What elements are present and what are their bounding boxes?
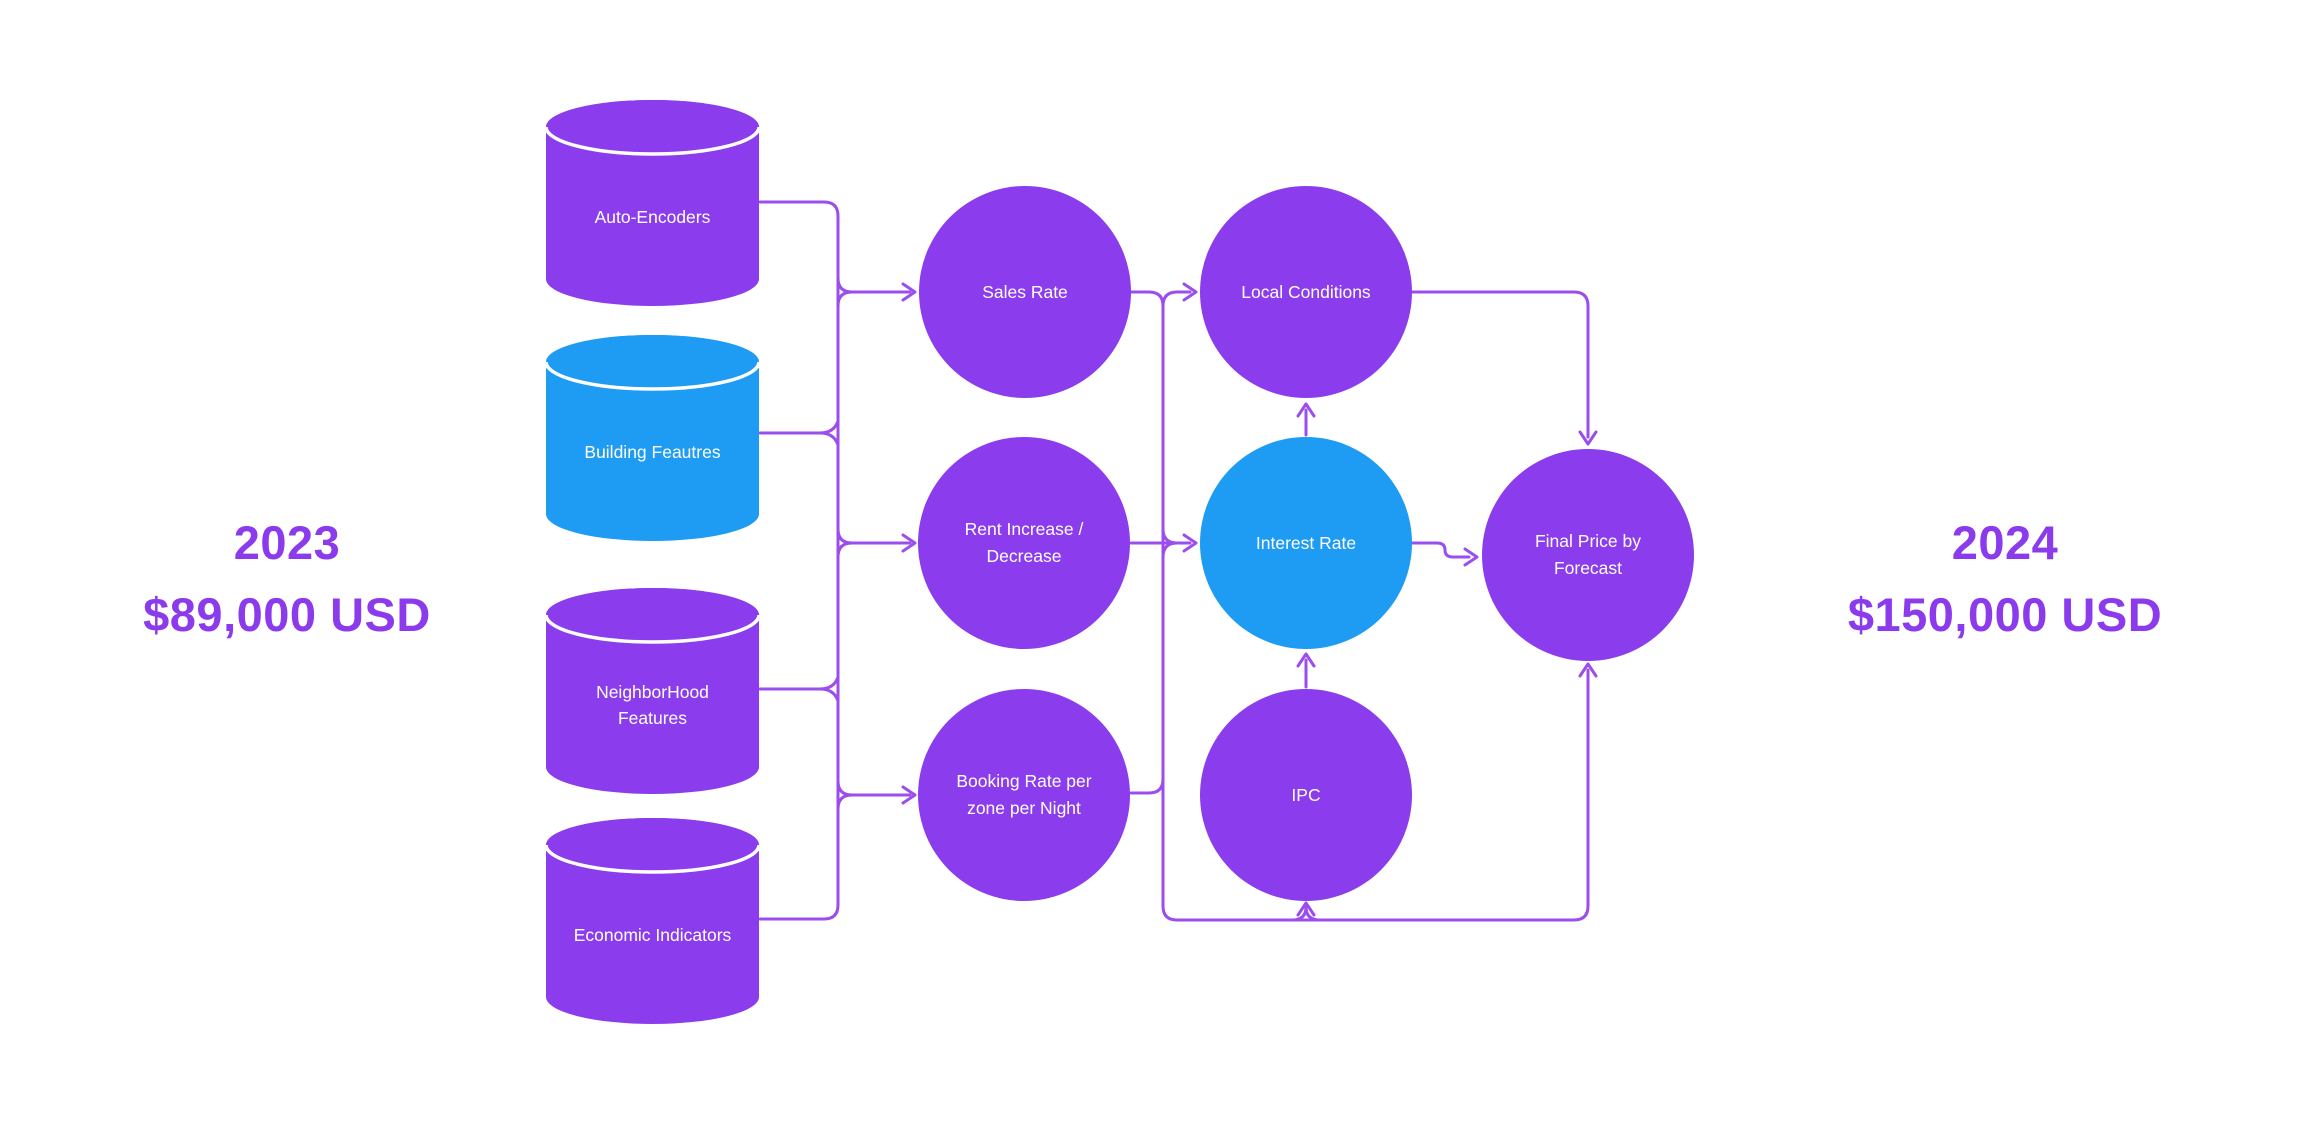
datastore-auto-encoders[interactable]: Auto-Encoders — [544, 100, 761, 306]
node-label: Sales Rate — [982, 281, 1068, 302]
cylinder-shape — [544, 588, 761, 794]
bus2-spine — [1129, 290, 1590, 922]
cylinder-shape — [544, 818, 761, 1024]
node-local-conditions[interactable]: Local Conditions — [1200, 186, 1412, 398]
node-ipc[interactable]: IPC — [1200, 689, 1412, 901]
node-label: Local Conditions — [1241, 281, 1371, 302]
cylinder-shape — [544, 335, 761, 541]
node-label: Final Price by Forecast — [1534, 531, 1641, 578]
left-year: 2023 — [233, 516, 341, 569]
right-amount: $150,000 USD — [1847, 588, 2163, 641]
node-label: Rent Increase / Decrease — [964, 519, 1084, 566]
datastore-building-features[interactable]: Building Feautres — [544, 335, 761, 541]
bus1-spine — [758, 200, 840, 921]
right-value-label: 2024 $150,000 USD — [1795, 507, 2215, 651]
left-value-label: 2023 $89,000 USD — [77, 507, 497, 651]
datastore-label: Auto-Encoders — [594, 207, 711, 227]
left-amount: $89,000 USD — [143, 588, 431, 641]
node-final-price[interactable]: Final Price by Forecast — [1482, 449, 1694, 661]
datastore-label: Building Feautres — [584, 442, 721, 462]
node-interest-rate[interactable]: Interest Rate — [1200, 437, 1412, 649]
right-year: 2024 — [1951, 516, 2059, 569]
cylinder-shape — [544, 100, 761, 306]
node-label: Booking Rate per zone per Night — [956, 771, 1092, 818]
datastore-label: Economic Indicators — [573, 925, 732, 945]
node-rent-increase-decrease[interactable]: Rent Increase / Decrease — [918, 437, 1130, 649]
node-label: IPC — [1291, 784, 1321, 805]
datastore-economic-indicators[interactable]: Economic Indicators — [544, 818, 761, 1024]
node-label: Interest Rate — [1255, 532, 1357, 553]
datastore-label: NeighborHood Features — [596, 682, 709, 728]
node-booking-rate[interactable]: Booking Rate per zone per Night — [918, 689, 1130, 901]
node-sales-rate[interactable]: Sales Rate — [919, 186, 1131, 398]
datastore-neighborhood-features[interactable]: NeighborHood Features — [544, 588, 761, 794]
